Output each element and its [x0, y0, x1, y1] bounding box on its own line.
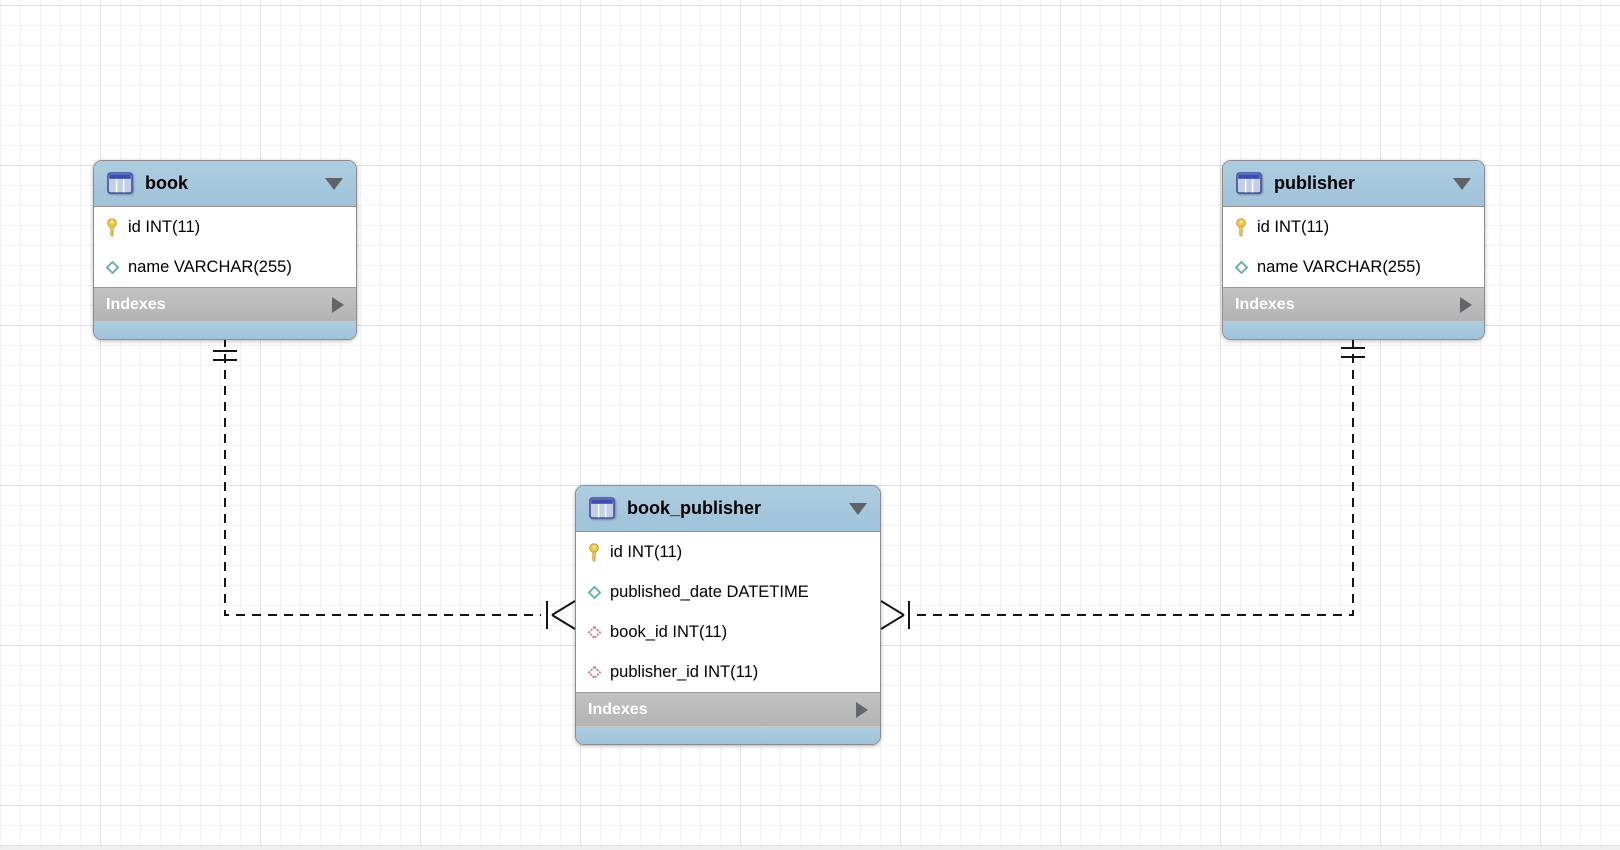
column-row-id[interactable]: id INT(11)	[576, 532, 880, 572]
foreign-key-icon	[586, 625, 602, 639]
column-row-publisher-id[interactable]: publisher_id INT(11)	[576, 652, 880, 692]
column-row-name[interactable]: name VARCHAR(255)	[94, 247, 356, 287]
primary-key-icon	[1233, 217, 1249, 237]
one-end-ticks	[213, 350, 237, 361]
column-label: id INT(11)	[610, 542, 683, 561]
column-icon	[104, 260, 120, 274]
column-row-id[interactable]: id INT(11)	[1223, 207, 1484, 247]
crows-foot-icon	[551, 600, 576, 630]
indexes-label: Indexes	[106, 295, 166, 313]
relationship-book-book_publisher[interactable]	[213, 338, 576, 630]
expand-arrow-icon[interactable]	[856, 701, 868, 718]
table-footer	[1223, 321, 1484, 339]
indexes-section[interactable]: Indexes	[1223, 287, 1484, 321]
relationship-publisher-book_publisher[interactable]	[880, 338, 1365, 630]
indexes-label: Indexes	[588, 700, 648, 718]
table-publisher[interactable]: publisher id INT(11) name VARCHAR(255)	[1222, 160, 1485, 340]
table-footer	[94, 321, 356, 339]
column-icon	[1233, 260, 1249, 274]
collapse-arrow-icon[interactable]	[849, 502, 867, 515]
table-book-publisher[interactable]: book_publisher id INT(11) published_date…	[575, 485, 881, 745]
expand-arrow-icon[interactable]	[1460, 296, 1472, 313]
primary-key-icon	[586, 542, 602, 562]
column-label: name VARCHAR(255)	[128, 257, 292, 276]
column-row-id[interactable]: id INT(11)	[94, 207, 356, 247]
primary-key-icon	[104, 217, 120, 237]
table-title: book	[145, 173, 188, 193]
table-book[interactable]: book id INT(11) name VARCHAR(255) Ind	[93, 160, 357, 340]
indexes-section[interactable]: Indexes	[94, 287, 356, 321]
table-publisher-header[interactable]: publisher	[1223, 161, 1484, 207]
foreign-key-icon	[586, 665, 602, 679]
indexes-label: Indexes	[1235, 295, 1295, 313]
collapse-arrow-icon[interactable]	[325, 177, 343, 190]
table-book-header[interactable]: book	[94, 161, 356, 207]
expand-arrow-icon[interactable]	[332, 296, 344, 313]
one-end-ticks	[1341, 347, 1365, 358]
table-title: book_publisher	[627, 498, 762, 518]
collapse-arrow-icon[interactable]	[1453, 177, 1471, 190]
table-title: publisher	[1274, 173, 1356, 193]
crows-foot-icon	[880, 600, 905, 630]
column-row-published-date[interactable]: published_date DATETIME	[576, 572, 880, 612]
column-label: book_id INT(11)	[610, 622, 728, 641]
diagram-page-edge	[0, 845, 1620, 850]
table-icon	[1236, 172, 1263, 195]
table-book-publisher-header[interactable]: book_publisher	[576, 486, 880, 532]
column-row-book-id[interactable]: book_id INT(11)	[576, 612, 880, 652]
table-icon	[107, 172, 134, 195]
column-label: id INT(11)	[1257, 217, 1330, 236]
column-label: id INT(11)	[128, 217, 201, 236]
indexes-section[interactable]: Indexes	[576, 692, 880, 726]
table-icon	[589, 497, 616, 520]
column-label: published_date DATETIME	[610, 582, 809, 601]
column-label: publisher_id INT(11)	[610, 662, 759, 681]
column-row-name[interactable]: name VARCHAR(255)	[1223, 247, 1484, 287]
column-icon	[586, 585, 602, 599]
table-footer	[576, 726, 880, 744]
column-label: name VARCHAR(255)	[1257, 257, 1421, 276]
